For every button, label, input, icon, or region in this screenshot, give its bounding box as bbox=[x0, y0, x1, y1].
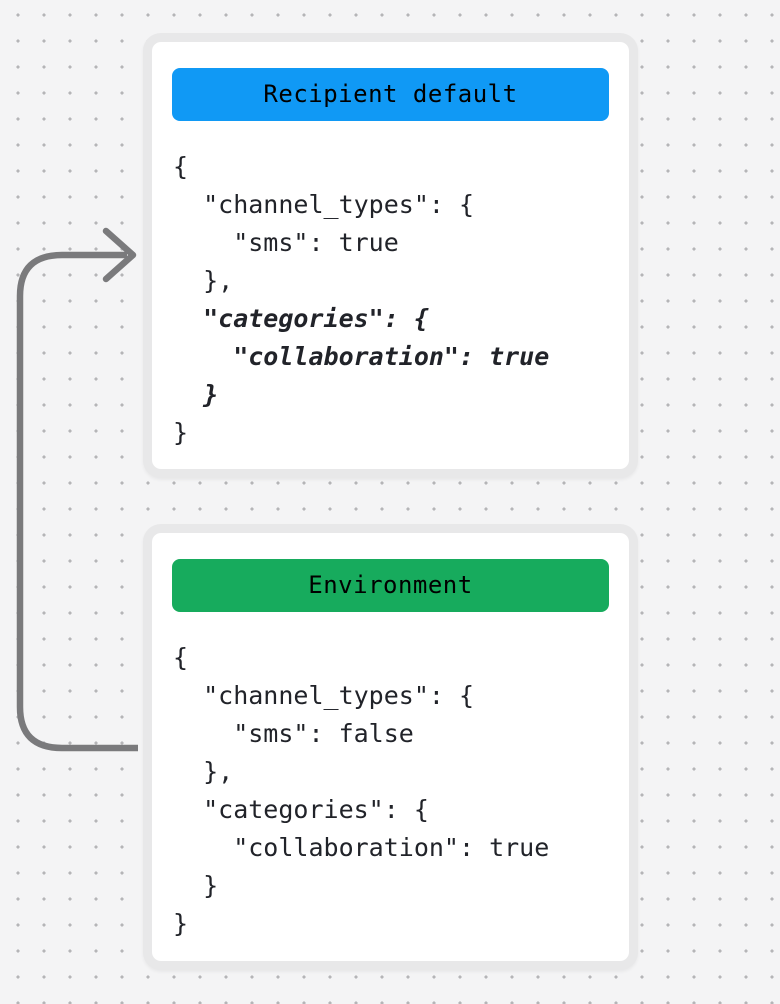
flow-arrow-head bbox=[102, 227, 137, 283]
code-line: }, bbox=[173, 757, 234, 786]
card-recipient-default: Recipient default { "channel_types": { "… bbox=[143, 33, 638, 478]
flow-arrow-line bbox=[16, 251, 138, 752]
environment-header-badge: Environment bbox=[172, 559, 609, 612]
code-line: }, bbox=[173, 266, 234, 295]
recipient-default-json-code: { "channel_types": { "sms": true }, "cat… bbox=[173, 148, 611, 452]
code-line: "sms": true bbox=[173, 228, 399, 257]
recipient-default-header-badge: Recipient default bbox=[172, 68, 609, 121]
code-line: { bbox=[173, 152, 189, 181]
code-line: "sms": false bbox=[173, 719, 414, 748]
code-line: } bbox=[173, 909, 189, 938]
code-line-emphasized: "categories": { bbox=[173, 304, 429, 333]
code-line: { bbox=[173, 643, 189, 672]
code-line: } bbox=[173, 871, 219, 900]
code-line: "collaboration": true bbox=[173, 833, 550, 862]
code-line-emphasized: } bbox=[173, 380, 219, 409]
code-line: "categories": { bbox=[173, 795, 429, 824]
code-line: "channel_types": { bbox=[173, 681, 475, 710]
card-environment: Environment { "channel_types": { "sms": … bbox=[143, 524, 638, 970]
environment-json-code: { "channel_types": { "sms": false }, "ca… bbox=[173, 639, 611, 943]
code-line: "channel_types": { bbox=[173, 190, 475, 219]
flow-arrow bbox=[16, 227, 138, 752]
code-line-emphasized: "collaboration": true bbox=[173, 342, 550, 371]
code-line: } bbox=[173, 418, 189, 447]
